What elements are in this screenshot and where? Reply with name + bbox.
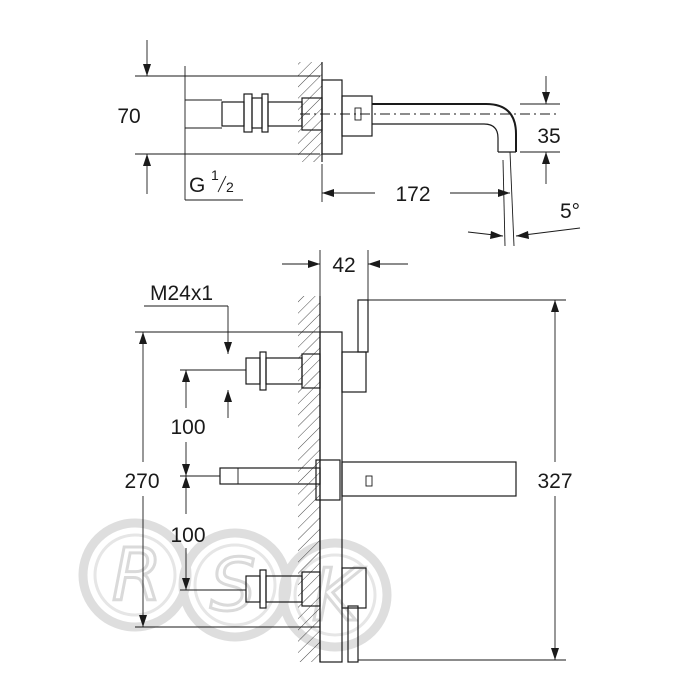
lower-handle-base	[341, 567, 367, 609]
dim-height-70: 70	[117, 105, 140, 128]
watermark-letter-s: S	[210, 543, 256, 627]
thread-label-m24x1: M24x1	[150, 282, 213, 305]
thread-fraction-num: 1	[211, 167, 219, 183]
upper-handle-lever	[357, 299, 369, 353]
wall-hatch-front	[298, 296, 320, 662]
dim-total-spacing-270: 270	[124, 470, 159, 493]
dim-spout-drop-35: 35	[537, 125, 560, 148]
upper-handle-base	[341, 351, 367, 393]
thread-fraction-den: 2	[226, 179, 234, 195]
dim-spout-length-172: 172	[395, 183, 430, 206]
spout-outline	[372, 103, 517, 152]
dim-upper-spacing-100: 100	[170, 416, 205, 439]
spout-front	[341, 461, 517, 497]
mounting-plate-top	[321, 79, 343, 155]
top-view: 70 G 1 2 35 172 5°	[117, 40, 581, 247]
back-plate	[319, 331, 343, 663]
front-view: 42 M24x1 100 100 270	[124, 250, 573, 663]
dim-angle-5: 5°	[560, 200, 580, 223]
dim-lower-spacing-100: 100	[170, 524, 205, 547]
lower-handle-lever	[347, 605, 359, 663]
dim-depth-42: 42	[332, 254, 355, 277]
dim-overall-height-327: 327	[537, 470, 572, 493]
thread-label-g: G	[189, 174, 205, 197]
watermark-logo: R S K	[78, 518, 392, 652]
watermark-letter-r: R	[112, 533, 162, 617]
